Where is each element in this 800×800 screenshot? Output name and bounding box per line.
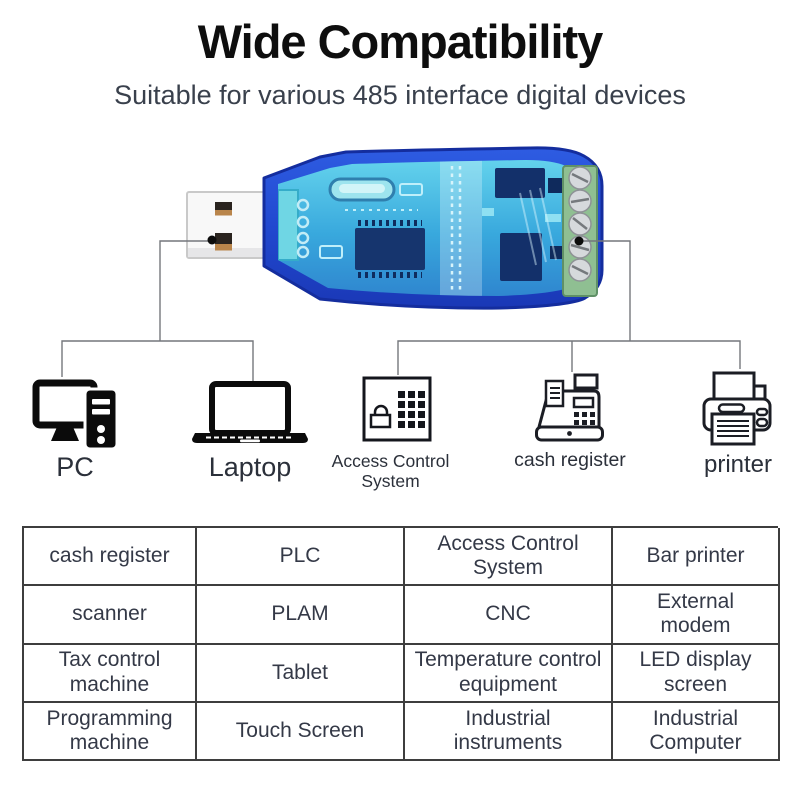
device-label-printer: printer (703, 451, 773, 478)
table-cell: Bar printer (613, 528, 780, 587)
table-cell: External modem (613, 586, 780, 645)
table-cell: Industrial instruments (405, 702, 613, 761)
table-cell: PLC (197, 528, 405, 587)
usb-plug (186, 191, 268, 259)
table-cell: Touch Screen (197, 702, 405, 761)
device-label-laptop: Laptop (208, 452, 292, 482)
table-cell: Access Control System (405, 528, 613, 587)
compatibility-table: cash register PLC Access Control System … (22, 526, 780, 761)
table-cell: Temperature control equipment (405, 644, 613, 703)
table-cell: cash register (24, 528, 197, 587)
device-label-cash-register: cash register (514, 449, 626, 471)
table-cell: LED display screen (613, 644, 780, 703)
printer-icon (702, 371, 772, 446)
cash-register-icon (535, 373, 604, 442)
page-subtitle: Suitable for various 485 interface digit… (114, 80, 686, 110)
table-cell: scanner (24, 586, 197, 645)
desktop-pc-icon (32, 379, 119, 451)
device-label-pc: PC (56, 452, 94, 482)
table-cell: Tax control machine (24, 644, 197, 703)
screw-terminal-block (562, 165, 598, 297)
table-cell: Industrial Computer (613, 702, 780, 761)
page-title: Wide Compatibility (197, 15, 604, 68)
table-cell: CNC (405, 586, 613, 645)
usb-rs485-converter-image (186, 146, 604, 310)
laptop-icon (192, 381, 308, 443)
device-label-access-control: Access Control System (331, 451, 450, 491)
access-control-keypad-icon (362, 376, 432, 442)
table-cell: Tablet (197, 644, 405, 703)
table-cell: PLAM (197, 586, 405, 645)
table-cell: Programming machine (24, 702, 197, 761)
